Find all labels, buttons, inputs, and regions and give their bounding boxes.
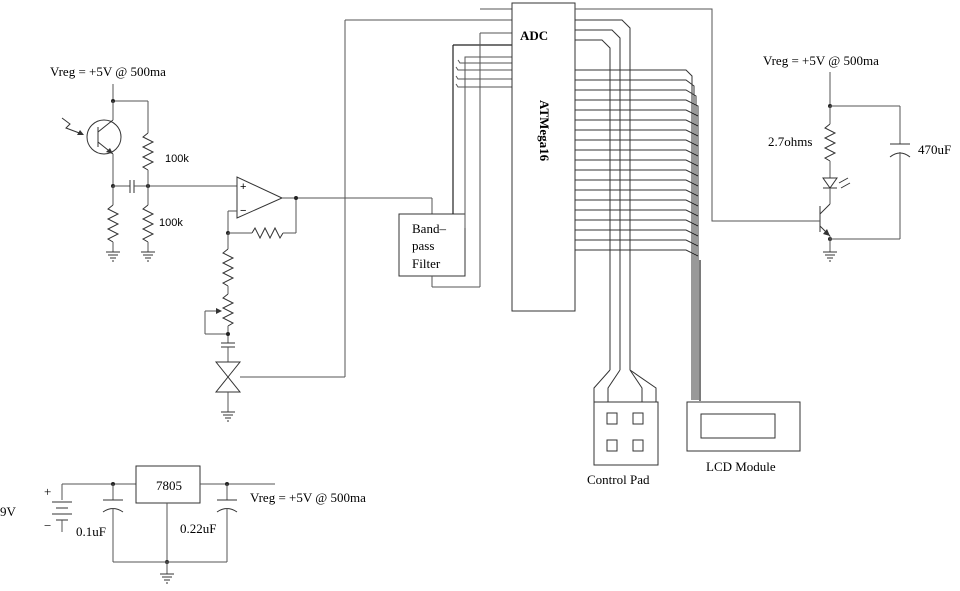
atmega16-mcu: ADC ATMega16 — [511, 2, 576, 312]
label-470uf: 470uF — [918, 142, 951, 157]
ground-symbol — [141, 251, 155, 262]
bandpass-label-1: Band– — [412, 221, 446, 236]
mcu-label: ATMega16 — [537, 100, 552, 162]
bandpass-label-2: pass — [412, 238, 434, 253]
label-0-1uf: 0.1uF — [76, 524, 106, 539]
resistor-2-7-ohms — [823, 123, 837, 162]
led — [822, 177, 838, 189]
control-pad-label: Control Pad — [587, 472, 650, 487]
phototransistor-section: Vreg = +5V @ 500ma — [50, 64, 237, 262]
label-100k-upper: 100k — [165, 153, 189, 165]
opamp-minus: − — [240, 205, 246, 217]
control-pad: Control Pad — [587, 369, 659, 487]
lcd-module-label: LCD Module — [706, 459, 776, 474]
ground-symbol — [106, 251, 120, 262]
vreg-label-supply: Vreg = +5V @ 500ma — [250, 490, 366, 505]
potentiometer — [221, 293, 235, 327]
ground-symbol — [823, 251, 837, 262]
ground-symbol — [221, 411, 235, 422]
lcd-module: LCD Module — [686, 401, 801, 474]
opamp — [236, 176, 284, 219]
adc-label: ADC — [520, 28, 548, 43]
ground-symbol — [160, 573, 174, 584]
battery-plus: + — [44, 484, 51, 499]
data-bus — [575, 8, 812, 401]
battery-label: 9V — [0, 504, 17, 519]
resistor-100k-upper — [141, 132, 155, 171]
label-100k-lower: 100k — [159, 217, 183, 229]
phototransistor — [61, 101, 122, 186]
bandpass-label-3: Filter — [412, 256, 441, 271]
analog-switch — [214, 361, 345, 412]
bandpass-filter: Band– pass Filter — [398, 8, 512, 288]
power-supply-section: 9V + − 0.1uF 7805 0.22uF — [0, 465, 366, 584]
regulator-label: 7805 — [156, 478, 182, 493]
feedback-resistor — [251, 226, 284, 240]
label-2-7-ohms: 2.7ohms — [768, 134, 812, 149]
resistor-100k-lower — [141, 204, 155, 243]
opamp-plus: + — [240, 181, 246, 193]
resistor-left-lower — [106, 204, 120, 243]
battery-minus: − — [44, 518, 51, 533]
label-0-22uf: 0.22uF — [180, 521, 216, 536]
vreg-label-led: Vreg = +5V @ 500ma — [763, 53, 879, 68]
led-driver-section: Vreg = +5V @ 500ma 2.7ohms 47 — [763, 53, 951, 262]
vreg-label-sensor: Vreg = +5V @ 500ma — [50, 64, 166, 79]
opamp-section: + − — [204, 19, 512, 422]
resistor-gain — [221, 248, 235, 287]
